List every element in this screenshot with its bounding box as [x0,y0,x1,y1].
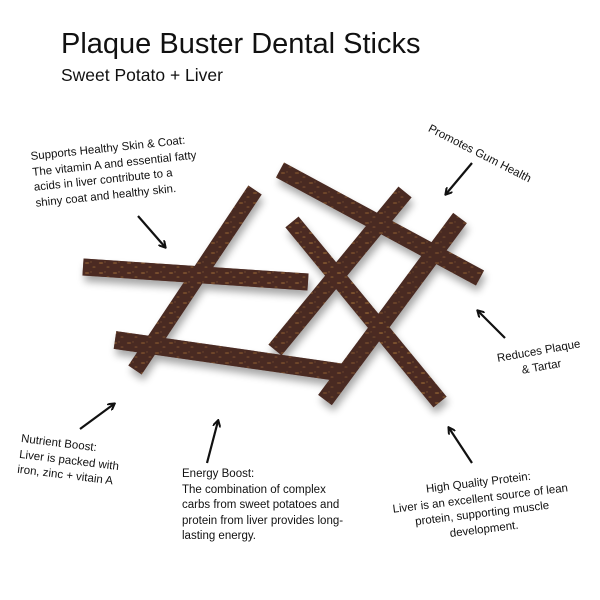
arrow-skin-coat-icon [137,215,165,247]
callout-energy-boost: Energy Boost: The combination of complex… [182,467,343,545]
callout-text: lasting energy. [182,530,256,542]
callout-heading: Energy Boost: [182,468,255,480]
page-subtitle: Sweet Potato + Liver [61,65,223,85]
callout-text: protein from liver provides long- [182,514,344,527]
page-title: Plaque Buster Dental Sticks [61,28,421,60]
arrow-energy-boost-icon [205,421,218,464]
callout-text: carbs from sweet potatoes and [182,499,340,511]
arrow-nutrient-boost-icon [79,404,114,430]
callout-text: The combination of complex [182,483,326,496]
arrow-plaque-tartar-icon [478,311,506,339]
arrow-gum-health-icon [446,162,473,194]
arrow-protein-icon [449,428,473,464]
